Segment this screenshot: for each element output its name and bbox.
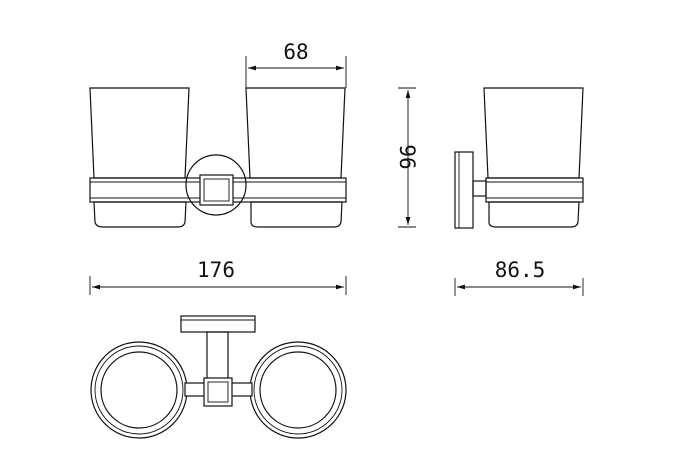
front-left-cup bbox=[89, 87, 190, 228]
dimension-cup-width-label: 68 bbox=[283, 40, 308, 64]
dimension-depth-label: 86.5 bbox=[495, 258, 546, 282]
side-wall-plate bbox=[454, 151, 474, 229]
dimension-total-width-label: 176 bbox=[197, 258, 235, 282]
top-view bbox=[90, 315, 347, 439]
side-holder-ring bbox=[485, 177, 584, 203]
top-right-ring bbox=[249, 341, 347, 439]
front-right-cup bbox=[245, 87, 346, 228]
dimension-depth: 86.5 bbox=[454, 258, 584, 296]
side-cup bbox=[483, 87, 584, 179]
dimension-height: 96 bbox=[395, 87, 419, 228]
top-left-ring bbox=[90, 341, 188, 439]
side-view bbox=[454, 87, 584, 229]
dimension-total-width: 176 bbox=[89, 258, 347, 295]
dimension-height-label: 96 bbox=[395, 144, 419, 169]
top-wall-plate bbox=[180, 315, 256, 333]
front-wall-plate bbox=[185, 154, 247, 216]
top-arm bbox=[206, 331, 229, 385]
front-center-connector bbox=[199, 174, 234, 206]
top-center-connector bbox=[203, 377, 233, 407]
dimension-cup-width: 68 bbox=[245, 40, 347, 88]
front-view bbox=[89, 87, 347, 228]
